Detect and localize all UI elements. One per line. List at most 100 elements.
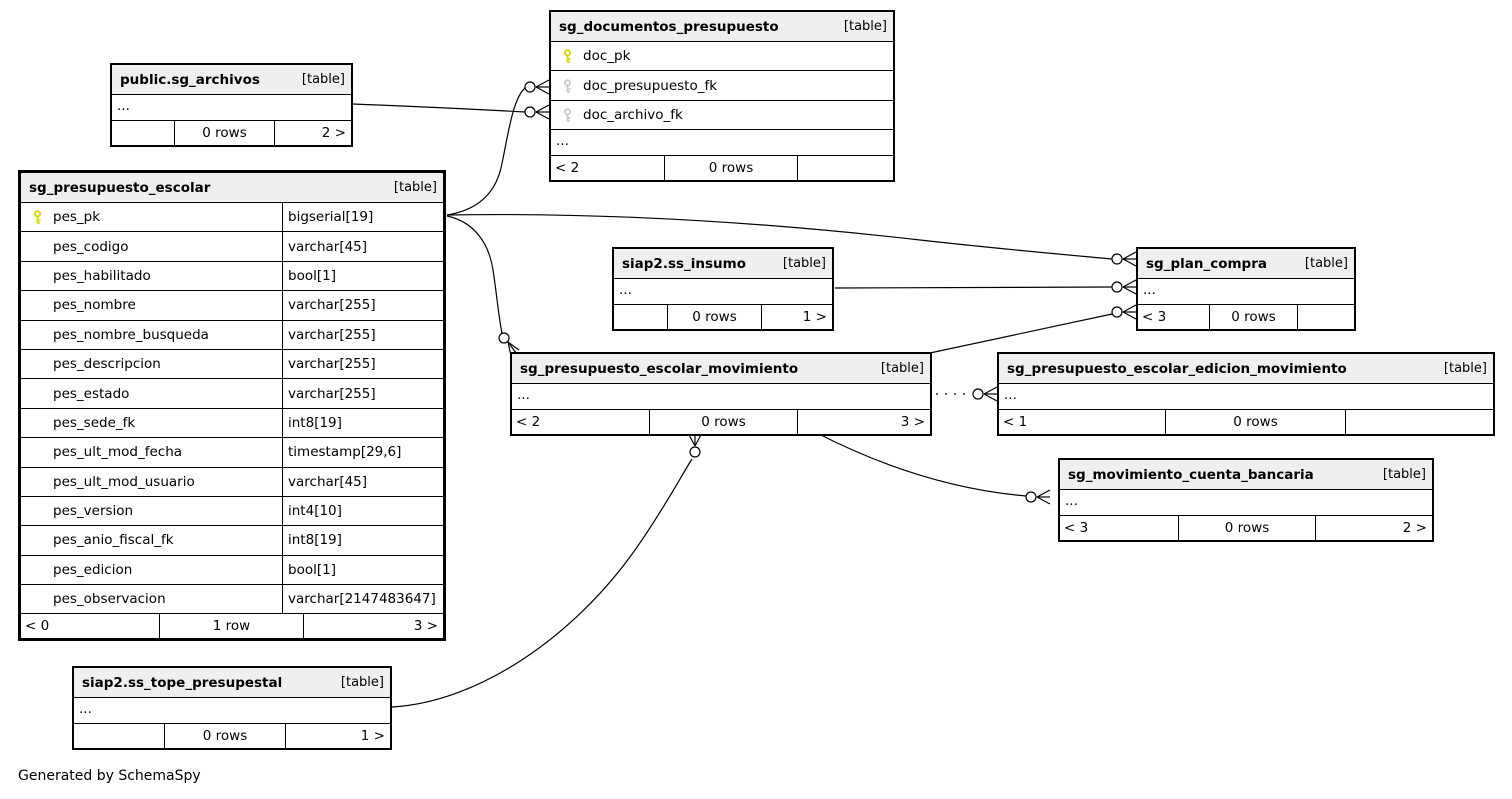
footer-children-degree: 3 > (413, 618, 438, 635)
table-title[interactable]: sg_movimiento_cuenta_bancaria (1068, 466, 1314, 483)
table-type-tag: [table] (393, 180, 437, 195)
column-row: pes_observacion varchar[2147483647] (21, 585, 443, 615)
footer-row-count: 0 rows (1210, 305, 1298, 329)
column-row: pes_descripcion varchar[255] (21, 349, 443, 380)
column-type: bool[1] (288, 561, 336, 578)
table-type-tag: [table] (1382, 467, 1426, 482)
foreign-key-icon (551, 108, 583, 122)
footer-row-count: 0 rows (165, 724, 286, 748)
columns-ellipsis: ... (551, 130, 893, 157)
column-name: pes_ult_mod_fecha (53, 438, 283, 467)
rel-movimiento-cuenta_bancaria (814, 431, 1051, 505)
footer-parents-degree: < 3 (1138, 305, 1210, 329)
foreign-key-icon (551, 78, 583, 93)
column-name: pes_estado (53, 379, 283, 408)
footer-children-degree (1346, 410, 1493, 434)
columns-ellipsis: ... (614, 279, 832, 305)
primary-key-icon (21, 210, 53, 225)
table-footer: 0 rows 1 > (74, 724, 390, 748)
table-header: sg_documentos_presupuesto [table] (551, 12, 893, 42)
table-title[interactable]: sg_presupuesto_escolar_edicion_movimient… (1007, 360, 1347, 377)
column-name: pes_habilitado (53, 261, 283, 291)
rel-movimiento-edicion_movimiento (936, 386, 998, 402)
table-title[interactable]: sg_plan_compra (1146, 255, 1267, 272)
rel-pes_pk-doc_presupuesto_fk (446, 79, 550, 216)
table-node-sg_presupuesto_escolar_movimiento[interactable]: sg_presupuesto_escolar_movimiento[table]… (510, 352, 932, 436)
column-name: doc_pk (583, 48, 631, 65)
column-name: pes_nombre_busqueda (53, 320, 283, 349)
footer-children-degree: 1 > (360, 728, 385, 744)
column-row: pes_ult_mod_usuario varchar[45] (21, 467, 443, 497)
column-name: pes_ult_mod_usuario (53, 467, 283, 496)
column-type: int8[19] (288, 532, 342, 549)
table-header: public.sg_archivos[table] (112, 65, 351, 95)
table-header: sg_presupuesto_escolar_edicion_movimient… (999, 354, 1493, 384)
column-row: pes_ult_mod_fecha timestamp[29,6] (21, 438, 443, 468)
footer-children-degree: 2 > (1402, 520, 1427, 536)
table-type-tag: [table] (782, 256, 826, 271)
table-node-siap2-ss_tope_presupestal[interactable]: siap2.ss_tope_presupestal[table]...0 row… (72, 666, 392, 750)
table-type-tag: [table] (340, 675, 384, 690)
column-name: pes_nombre (53, 291, 283, 320)
column-type: varchar[45] (288, 473, 368, 490)
rel-movimiento-sg_plan_compra (929, 304, 1137, 354)
table-title[interactable]: siap2.ss_tope_presupestal (82, 674, 283, 691)
table-node-sg_movimiento_cuenta_bancaria[interactable]: sg_movimiento_cuenta_bancaria[table]...<… (1058, 458, 1434, 542)
footer-parents-degree (74, 724, 165, 748)
footer-row-count: 0 rows (665, 156, 798, 181)
table-header: sg_presupuesto_escolar_movimiento[table] (512, 354, 930, 384)
footer-parents-degree (112, 121, 175, 145)
columns-ellipsis: ... (512, 384, 930, 410)
table-node-sg_presupuesto_escolar_edicion_movimiento[interactable]: sg_presupuesto_escolar_edicion_movimient… (997, 352, 1495, 436)
table-type-tag: [table] (1443, 361, 1487, 376)
column-type: timestamp[29,6] (288, 444, 402, 461)
footer-children-degree (798, 156, 893, 180)
footer-parents-degree: < 3 (1060, 516, 1179, 540)
table-title[interactable]: sg_documentos_presupuesto (559, 18, 779, 35)
table-header: sg_movimiento_cuenta_bancaria [table] (1060, 460, 1432, 490)
table-header: sg_presupuesto_escolar [table] (21, 173, 443, 203)
column-name: pes_observacion (53, 585, 283, 614)
column-type: int4[10] (288, 503, 342, 520)
table-title[interactable]: sg_presupuesto_escolar_movimiento (520, 360, 799, 377)
table-header: siap2.ss_tope_presupestal [table] (74, 668, 390, 698)
footer-parents-degree: < 1 (999, 410, 1166, 434)
footer-row-count: 0 rows (668, 305, 762, 329)
table-type-tag: [table] (843, 19, 887, 34)
columns-ellipsis: ... (1138, 279, 1354, 305)
table-title[interactable]: sg_presupuesto_escolar (29, 179, 211, 196)
footer-children-degree: 2 > (321, 125, 346, 141)
column-type: varchar[255] (288, 356, 376, 373)
footer-parents-degree (614, 305, 668, 329)
column-type: varchar[45] (288, 238, 368, 255)
table-title[interactable]: siap2.ss_insumo (622, 255, 747, 272)
column-name: pes_descripcion (53, 349, 283, 379)
table-type-tag: [table] (1304, 256, 1348, 271)
footer-parents-degree: < 2 (512, 410, 650, 434)
column-name: pes_anio_fiscal_fk (53, 526, 283, 555)
column-name: pes_sede_fk (53, 408, 283, 438)
column-type: varchar[2147483647] (288, 591, 436, 608)
table-header: sg_plan_compra [table] (1138, 249, 1354, 279)
table-title[interactable]: public.sg_archivos (120, 71, 260, 88)
column-name: pes_version (53, 496, 283, 526)
column-row: doc_presupuesto_fk (551, 71, 893, 101)
column-row: pes_version int4[10] (21, 496, 443, 527)
